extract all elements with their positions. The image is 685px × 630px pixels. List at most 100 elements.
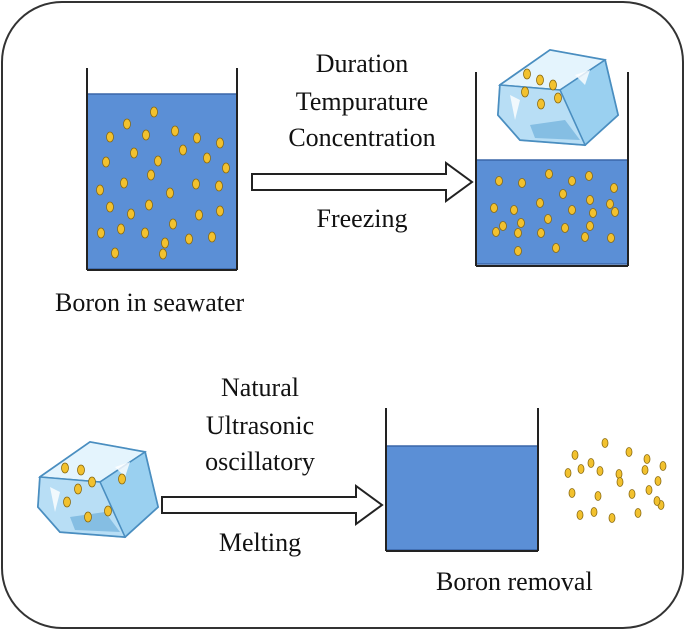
boron-particle (118, 473, 126, 485)
boron-particle (142, 129, 150, 141)
boron-particle (643, 454, 651, 464)
boron-particle (549, 79, 557, 91)
boron-particle (568, 205, 576, 215)
boron-particle (594, 491, 602, 501)
boron-particle (581, 232, 589, 242)
boron-particle (607, 233, 615, 243)
process-melting: Melting (218, 528, 302, 557)
right-arrow-freezing (251, 161, 474, 203)
boron-particle (586, 195, 594, 205)
boron-particle (514, 228, 522, 238)
boron-particle (117, 223, 125, 235)
boron-particle (74, 483, 82, 495)
boron-particles-frozen (490, 169, 619, 256)
boron-particle (215, 180, 223, 192)
boron-particle (564, 468, 572, 478)
condition-temperature: Tempurature (295, 87, 429, 116)
boron-particle (523, 68, 531, 80)
boron-particle (123, 118, 131, 130)
boron-particle (106, 201, 114, 213)
method-oscillatory: oscillatory (205, 447, 315, 476)
boron-particle (499, 221, 507, 231)
caption-boron-in-seawater: Boron in seawater (55, 288, 245, 317)
boron-particle (576, 510, 584, 520)
boron-particle (97, 227, 105, 239)
boron-particle (169, 218, 177, 230)
boron-particle (537, 228, 545, 238)
boron-particle (514, 246, 522, 256)
boron-particle (195, 209, 203, 221)
boron-particles-ice-bottom (61, 462, 126, 523)
method-natural: Natural (221, 373, 299, 402)
boron-particle (659, 461, 667, 471)
boron-particle (641, 465, 649, 475)
boron-particle (654, 476, 662, 486)
boron-particle (216, 137, 224, 149)
freshwater-beaker (385, 408, 539, 552)
boron-particle (552, 243, 560, 253)
boron-particle (586, 221, 594, 231)
boron-particle (601, 438, 609, 448)
caption-boron-removal: Boron removal (436, 567, 593, 596)
boron-particle (616, 477, 624, 487)
boron-particle (130, 147, 138, 159)
boron-particle (203, 152, 211, 164)
boron-particle (577, 464, 585, 474)
boron-particle (521, 86, 529, 98)
boron-particle (161, 237, 169, 249)
boron-particle (193, 132, 201, 144)
method-ultrasonic: Ultrasonic (205, 411, 315, 440)
boron-particle (536, 74, 544, 86)
boron-particle (610, 183, 618, 193)
boron-particle (561, 223, 569, 233)
process-freezing: Freezing (316, 204, 408, 233)
boron-particle (554, 92, 562, 104)
frozen-beaker (475, 72, 629, 267)
boron-particle (147, 169, 155, 181)
boron-particle (61, 462, 69, 474)
boron-particle (510, 205, 518, 215)
boron-particle (544, 214, 552, 224)
boron-particle (625, 447, 633, 457)
boron-particle (166, 187, 174, 199)
boron-particle (154, 155, 162, 167)
boron-particle (495, 176, 503, 186)
boron-particle (150, 106, 158, 118)
boron-particle (628, 489, 636, 499)
boron-particle (222, 162, 230, 174)
boron-particle (111, 247, 119, 259)
boron-particle (537, 98, 545, 110)
boron-particle (536, 198, 544, 208)
boron-particle (77, 464, 85, 476)
boron-particle (653, 496, 661, 506)
right-arrow-melting (161, 484, 384, 526)
condition-concentration: Concentration (288, 123, 436, 152)
boron-particles-seawater (96, 106, 230, 260)
boron-particle (159, 248, 167, 260)
boron-particle (589, 208, 597, 218)
freshwater-water (385, 445, 539, 551)
boron-particle (608, 513, 616, 523)
boron-particle (634, 508, 642, 518)
boron-particle (587, 458, 595, 468)
boron-particles-ice-top (521, 68, 562, 110)
boron-particle (145, 199, 153, 211)
boron-particle (568, 488, 576, 498)
boron-particle (559, 189, 567, 199)
boron-particle (615, 469, 623, 479)
boron-particle (645, 485, 653, 495)
seawater-beaker (86, 68, 238, 271)
boron-particle (192, 178, 200, 190)
boron-particle (492, 227, 500, 237)
boron-particle (545, 169, 553, 179)
boron-particles-removed (564, 438, 667, 523)
ice-cube-top (496, 48, 620, 147)
boron-particle (84, 511, 92, 523)
boron-particle (590, 507, 598, 517)
boron-particle (141, 227, 149, 239)
boron-particle (490, 203, 498, 213)
condition-duration: Duration (315, 49, 409, 78)
boron-particle (106, 131, 114, 143)
boron-particle (606, 199, 614, 209)
